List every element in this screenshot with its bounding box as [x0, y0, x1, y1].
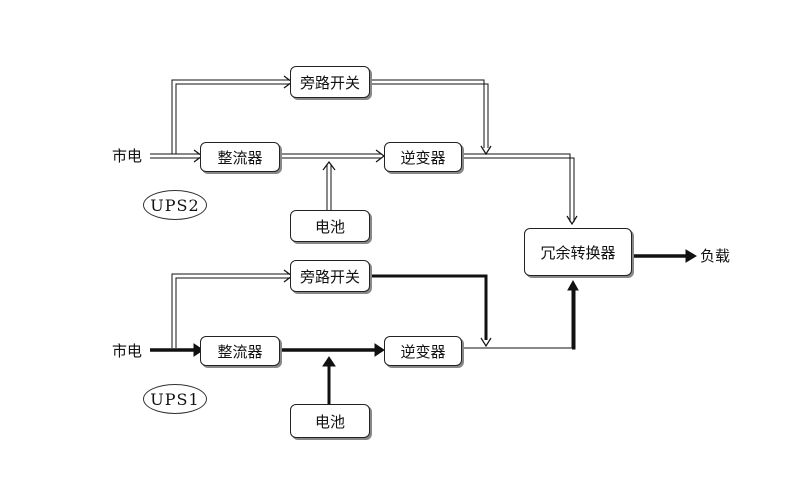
ups2-tag-label: UPS2 [150, 195, 200, 215]
ups2-inverter: 逆变器 [384, 142, 462, 172]
ups1-tag-label: UPS1 [150, 389, 200, 409]
ups1-battery-label: 电池 [314, 412, 345, 431]
ups2-inverter-label: 逆变器 [400, 148, 446, 167]
ups2-bypass-output [370, 79, 489, 148]
ups1-bypass-switch-label: 旁路开关 [299, 267, 360, 286]
ups1-bypass-switch: 旁路开关 [290, 260, 370, 292]
ups2-battery: 电池 [290, 210, 370, 242]
ups2-to-redundant [460, 153, 575, 222]
arrowheads [193, 75, 697, 367]
ups2-battery-to-line [326, 164, 332, 210]
ups1-to-redundant [460, 284, 573, 349]
ups1-rectifier: 整流器 [200, 336, 280, 366]
ups2-rectifier-to-inverter [280, 153, 382, 159]
ups1-mains-label: 市电 [112, 342, 143, 360]
ups1-to-redundant-thick [572, 288, 576, 350]
ups1-battery: 电池 [290, 404, 370, 438]
ups1-inverter: 逆变器 [384, 336, 462, 366]
ups2-rectifier: 整流器 [200, 142, 280, 172]
ups2-bypass-switch: 旁路开关 [290, 66, 370, 98]
ups2-mains-to-bypass [171, 79, 290, 154]
load-label: 负载 [700, 247, 731, 265]
ups1-inverter-label: 逆变器 [400, 342, 446, 361]
ups2-mains-label: 市电 [112, 147, 143, 165]
ups2-tag: UPS2 [143, 190, 207, 220]
ups2-bypass-switch-label: 旁路开关 [299, 73, 360, 92]
redundant-switch-label: 冗余转换器 [540, 243, 616, 262]
ups2-mains-to-rectifier [150, 153, 200, 159]
ups1-mains-to-bypass [171, 273, 290, 348]
ups1-bypass-output [370, 274, 488, 340]
ups2-battery-label: 电池 [314, 217, 345, 236]
ups2-rectifier-label: 整流器 [217, 148, 263, 167]
ups1-rectifier-label: 整流器 [217, 342, 263, 361]
redundant-switch: 冗余转换器 [524, 228, 632, 276]
ups1-tag: UPS1 [143, 384, 207, 414]
